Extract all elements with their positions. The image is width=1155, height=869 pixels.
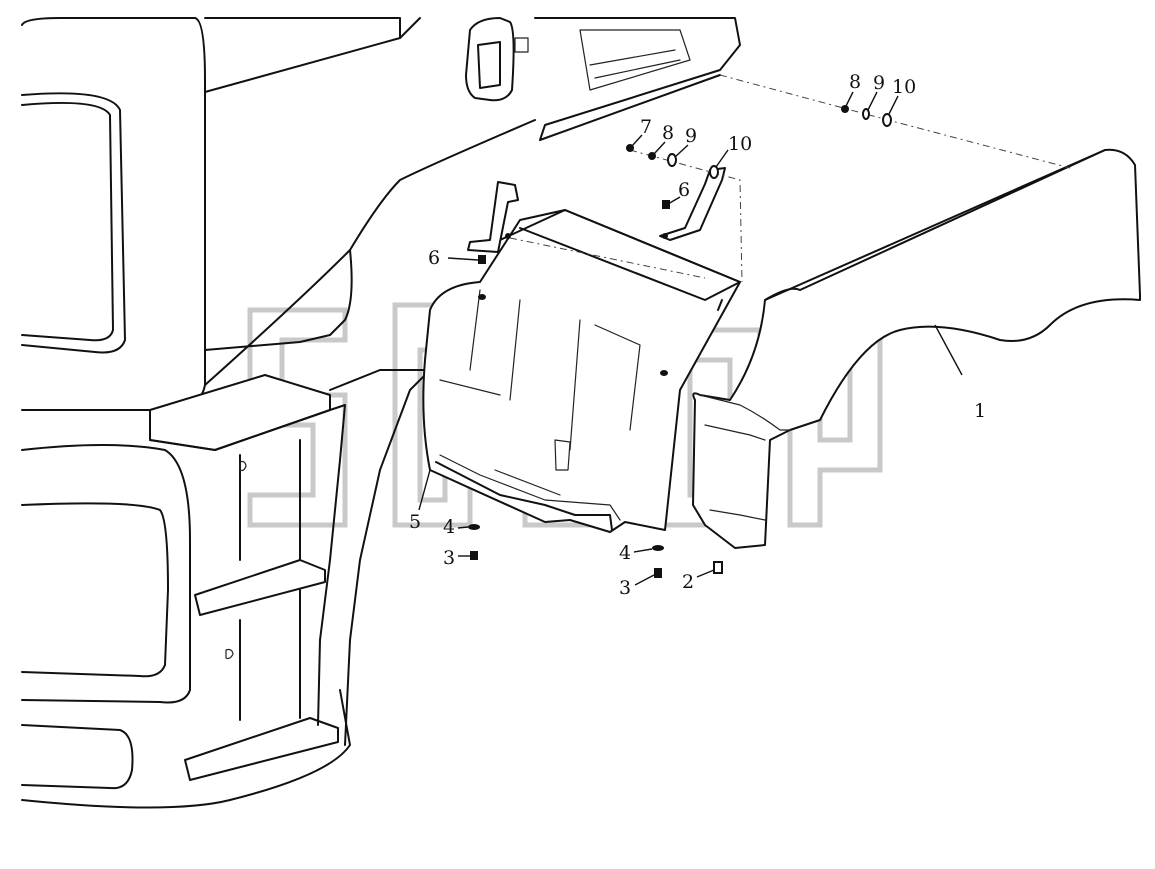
- cab-fog-lamp: [21, 724, 134, 790]
- part-1-fender: [692, 148, 1141, 549]
- washer-4-left: [468, 524, 480, 530]
- label-part-9-upper: 9: [873, 72, 885, 94]
- bracket-right: [659, 167, 726, 241]
- label-part-2: 2: [682, 571, 694, 593]
- cab-rear-line: [539, 74, 721, 141]
- screw-3-right: [654, 568, 662, 578]
- label-part-6-right: 6: [678, 179, 690, 201]
- bracket-right-hole: [662, 233, 668, 239]
- part-5-splash-panel: [422, 209, 741, 533]
- step-side-rail: [329, 369, 431, 746]
- panel-5-hole-b: [660, 370, 668, 376]
- fasteners: [468, 105, 892, 578]
- label-part-10-upper: 10: [892, 76, 916, 98]
- cab-headlight-inner: [21, 101, 114, 342]
- washer-8-upper: [841, 105, 849, 113]
- fender-1-lip: [699, 394, 791, 431]
- leader-9a: [674, 144, 689, 158]
- leader-6a: [447, 257, 479, 261]
- label-part-9-lower: 9: [685, 125, 697, 147]
- label-part-5: 5: [409, 511, 421, 533]
- panel-5-top-bracket: [499, 209, 741, 301]
- step-hole-2: [225, 648, 234, 660]
- label-part-6-left: 6: [428, 247, 440, 269]
- washer-9-upper: [862, 108, 870, 120]
- step-1-riser: [149, 409, 331, 451]
- fender-1-body: [692, 148, 1141, 549]
- nut-10-lower: [709, 165, 719, 179]
- cab-step-panel: [534, 17, 741, 141]
- panel-5-bottom-lip: [435, 461, 613, 531]
- step-1: [149, 374, 331, 451]
- step-2: [194, 559, 326, 616]
- label-part-8-upper: 8: [849, 71, 861, 93]
- leader-lines: [418, 91, 963, 586]
- leader-6b: [667, 196, 681, 205]
- label-part-3-left: 3: [443, 547, 455, 569]
- bracket-left-hole: [505, 233, 511, 239]
- cab-headlight-frame: [21, 92, 126, 354]
- leader-10b: [888, 95, 899, 115]
- cab-steps: [149, 369, 431, 781]
- label-part-4-left: 4: [443, 516, 455, 538]
- nut-10-upper: [882, 113, 892, 127]
- leader-4a: [457, 526, 469, 529]
- fender-1-lower-fold: [709, 509, 766, 521]
- label-part-7: 7: [640, 116, 652, 138]
- label-part-10-lower: 10: [728, 133, 752, 155]
- clip-2: [713, 561, 723, 574]
- leader-3b: [634, 574, 655, 586]
- panel-5-fold: [439, 454, 621, 521]
- part-number-labels: 1 2 3 3 4 4 5 6 6 7 8 8 9 9 10 10: [409, 71, 986, 599]
- fender-1-inner: [704, 424, 766, 441]
- washer-9-lower: [667, 153, 677, 167]
- leader-5: [418, 469, 431, 511]
- cab-door-upper: [204, 17, 401, 93]
- screw-3-left: [470, 551, 478, 560]
- step-side-rail-inner: [317, 404, 346, 726]
- bracket-left: [467, 181, 519, 253]
- door-handle: [465, 17, 515, 102]
- fender-1-top-edge: [764, 149, 1106, 301]
- cab-bumper: [21, 689, 351, 809]
- leader-1: [934, 324, 963, 376]
- step-frame-inner: [239, 439, 301, 721]
- clip-6-left: [478, 255, 486, 264]
- label-part-1: 1: [974, 400, 986, 422]
- panel-5-slot: [554, 439, 571, 471]
- step-3: [184, 717, 339, 781]
- panel-5-body: [422, 209, 741, 533]
- leader-10a: [715, 149, 729, 168]
- cab-side-pillar: [204, 249, 353, 351]
- leader-8b: [845, 91, 854, 107]
- cab-lower-lamp: [21, 502, 169, 678]
- door-lock: [514, 37, 529, 53]
- leader-4b: [633, 548, 653, 553]
- leader-7: [631, 134, 643, 147]
- panel-5-hole-a: [478, 294, 486, 300]
- leader-2: [696, 569, 715, 578]
- step-hole-1: [239, 460, 247, 472]
- step-treads: [579, 29, 691, 91]
- clip-6-right: [662, 200, 670, 209]
- cab-door-edge: [399, 17, 421, 39]
- washer-4-right: [652, 545, 664, 551]
- cab-side-curve: [204, 119, 536, 386]
- panel-5-edge-mark: [717, 299, 723, 311]
- leader-9b: [867, 91, 878, 111]
- leader-8a: [653, 141, 666, 155]
- door-handle-inner: [477, 41, 501, 89]
- label-part-4-right: 4: [619, 542, 631, 564]
- watermark-letter-1: [247, 307, 348, 528]
- label-part-3-right: 3: [619, 577, 631, 599]
- align-line-panel: [509, 149, 743, 283]
- panel-5-ribs: [439, 289, 641, 496]
- cab-lower-frame: [21, 444, 191, 704]
- mounting-brackets: [467, 167, 726, 253]
- label-part-8-lower: 8: [662, 122, 674, 144]
